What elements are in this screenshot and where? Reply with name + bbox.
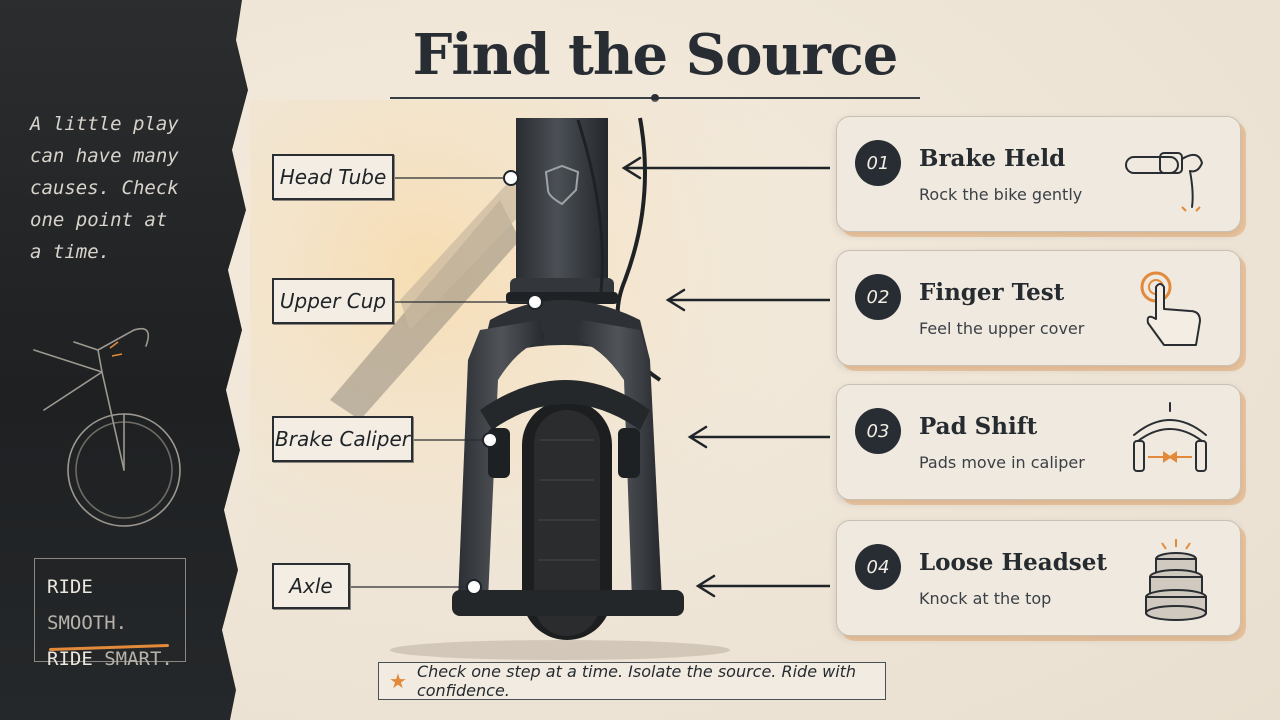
- side-panel: [0, 0, 248, 720]
- label-upper-cup: Upper Cup: [272, 278, 394, 324]
- motto-ride-2: RIDE: [47, 648, 93, 670]
- step-subtitle: Feel the upper cover: [919, 319, 1085, 338]
- step-number: 03: [855, 408, 901, 454]
- step-number: 01: [855, 140, 901, 186]
- motto-smooth: SMOOTH.: [47, 612, 128, 634]
- star-icon: ★: [389, 669, 407, 693]
- label-head-tube: Head Tube: [272, 154, 394, 200]
- step-number: 02: [855, 274, 901, 320]
- step-title: Pad Shift: [919, 413, 1038, 440]
- page-title: Find the Source: [412, 22, 899, 88]
- motto-smart: SMART.: [104, 648, 173, 670]
- footer-note: ★ Check one step at a time. Isolate the …: [378, 662, 886, 700]
- step-subtitle: Rock the bike gently: [919, 185, 1083, 204]
- headset-stack-icon: [1145, 539, 1207, 621]
- step-card-1: 01 Brake Held Rock the bike gently: [836, 116, 1241, 232]
- step-number: 04: [855, 544, 901, 590]
- bicycle-sketch-icon: [33, 327, 181, 527]
- step-card-4: 04 Loose Headset Knock at the top: [836, 520, 1241, 636]
- step-subtitle: Pads move in caliper: [919, 453, 1085, 472]
- caliper-pads-icon: [1133, 402, 1207, 472]
- title-dot: [651, 94, 659, 102]
- footer-text: Check one step at a time. Isolate the so…: [416, 662, 857, 700]
- brake-lever-icon: [1125, 152, 1204, 212]
- motto-box: RIDE SMOOTH. RIDE SMART.: [34, 558, 186, 670]
- side-note: A little play can have many causes. Chec…: [30, 113, 179, 263]
- step-card-3: 03 Pad Shift Pads move in caliper: [836, 384, 1241, 500]
- bike-fork-illustration: [250, 100, 830, 660]
- label-axle: Axle: [272, 563, 350, 609]
- step-title: Brake Held: [919, 145, 1066, 172]
- step-title: Finger Test: [919, 279, 1065, 306]
- label-brake-caliper: Brake Caliper: [272, 416, 413, 462]
- step-title: Loose Headset: [919, 549, 1107, 576]
- motto-ride-1: RIDE: [47, 576, 93, 598]
- finger-press-icon: [1140, 271, 1201, 346]
- step-card-2: 02 Finger Test Feel the upper cover: [836, 250, 1241, 366]
- step-subtitle: Knock at the top: [919, 589, 1052, 608]
